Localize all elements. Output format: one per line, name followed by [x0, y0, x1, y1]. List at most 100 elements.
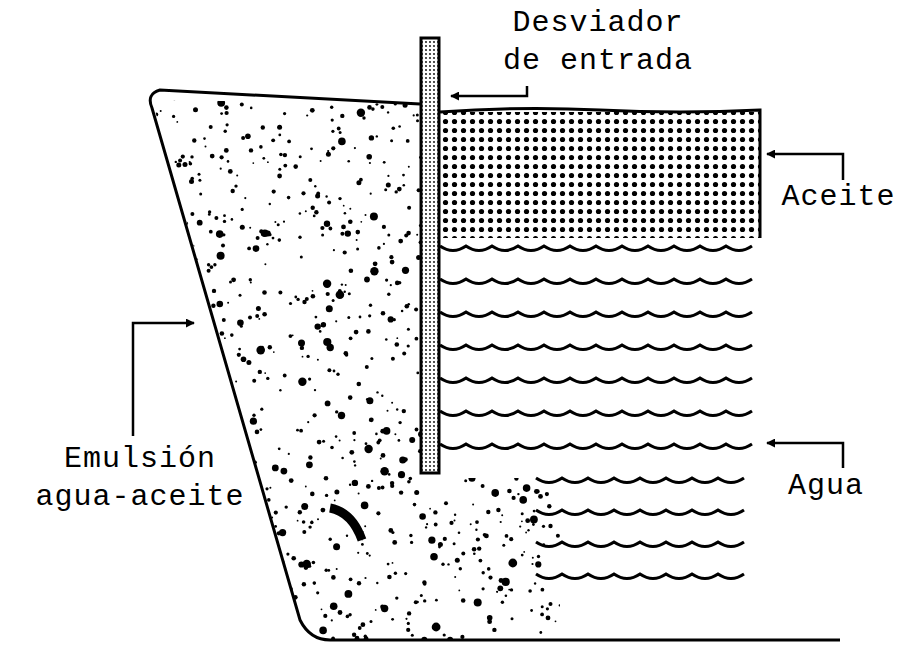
emulsion-dot — [478, 263, 480, 265]
emulsion-dot — [158, 184, 162, 188]
emulsion-dot — [230, 333, 234, 337]
emulsion-dot — [177, 313, 185, 321]
emulsion-dot — [314, 210, 318, 214]
emulsion-dot — [475, 529, 477, 531]
emulsion-dot — [349, 450, 354, 455]
emulsion-dot — [387, 111, 389, 113]
emulsion-dot — [491, 327, 493, 329]
emulsion-dot — [262, 312, 267, 317]
emulsion-dot — [229, 281, 232, 284]
emulsion-dot — [261, 125, 265, 129]
emulsion-dot — [414, 308, 418, 312]
emulsion-dot — [335, 435, 338, 438]
emulsion-dot — [390, 284, 392, 286]
emulsion-dot — [369, 419, 371, 421]
emulsion-dot — [169, 556, 173, 560]
emulsion-dot — [357, 109, 365, 117]
emulsion-dot — [479, 426, 481, 428]
emulsion-dot — [220, 112, 223, 115]
emulsion-dot — [176, 163, 181, 168]
emulsion-dot — [247, 577, 251, 581]
emulsion-dot — [322, 440, 325, 443]
emulsion-dot — [159, 562, 162, 565]
emulsion-dot — [388, 528, 393, 533]
emulsion-dot — [253, 245, 260, 252]
emulsion-dot — [544, 385, 547, 388]
emulsion-dot — [298, 561, 304, 567]
emulsion-dot — [377, 486, 381, 490]
emulsion-dot — [473, 552, 476, 555]
emulsion-dot — [333, 249, 335, 251]
emulsion-dot — [183, 346, 188, 351]
emulsion-dot — [519, 526, 521, 528]
emulsion-dot — [210, 591, 216, 597]
emulsion-dot — [183, 371, 186, 374]
emulsion-dot — [534, 582, 536, 584]
emulsion-dot — [208, 328, 210, 330]
emulsion-dot — [464, 318, 473, 327]
emulsion-dot — [348, 90, 351, 93]
emulsion-dot — [398, 471, 405, 478]
emulsion-dot — [296, 429, 299, 432]
emulsion-dot — [360, 221, 362, 223]
emulsion-dot — [271, 560, 274, 563]
emulsion-dot — [301, 191, 305, 195]
emulsion-dot — [472, 547, 477, 552]
emulsion-dot — [398, 439, 401, 442]
emulsion-dot — [238, 348, 241, 351]
emulsion-dot — [468, 425, 470, 427]
emulsion-dot — [302, 356, 304, 358]
emulsion-dot — [472, 504, 474, 506]
emulsion-dot — [448, 395, 452, 399]
emulsion-dot — [278, 134, 281, 137]
emulsion-dot — [218, 582, 223, 587]
emulsion-dot — [348, 292, 351, 295]
emulsion-dot — [227, 574, 230, 577]
emulsion-dot — [300, 255, 303, 258]
emulsion-dot — [260, 428, 263, 431]
emulsion-dot — [278, 291, 282, 295]
emulsion-dot — [545, 341, 547, 343]
emulsion-dot — [264, 263, 266, 265]
emulsion-dot — [210, 154, 215, 159]
emulsion-dot — [498, 402, 501, 405]
emulsion-dot — [196, 563, 199, 566]
emulsion-dot — [283, 153, 287, 157]
emulsion-dot — [213, 263, 216, 266]
emulsion-dot — [435, 599, 438, 602]
emulsion-dot — [313, 215, 316, 218]
emulsion-dot — [256, 306, 261, 311]
emulsion-dot — [411, 634, 414, 637]
emulsion-dot — [423, 582, 427, 586]
emulsion-dot — [482, 571, 485, 574]
emulsion-dot — [299, 429, 303, 433]
emulsion-dot — [482, 587, 485, 590]
emulsion-dot — [454, 576, 456, 578]
emulsion-dot — [366, 397, 373, 404]
emulsion-dot — [480, 329, 484, 333]
emulsion-dot — [190, 212, 194, 216]
emulsion-dot — [160, 110, 162, 112]
emulsion-dot — [175, 161, 177, 163]
emulsion-dot — [203, 137, 206, 140]
emulsion-dot — [508, 559, 517, 568]
emulsion-dot — [392, 540, 397, 545]
emulsion-dot — [450, 104, 452, 106]
emulsion-dot — [264, 584, 269, 589]
emulsion-dot — [163, 415, 166, 418]
emulsion-dot — [501, 514, 503, 516]
emulsion-dot — [486, 510, 490, 514]
emulsion-dot — [348, 219, 353, 224]
emulsion-dot — [444, 501, 448, 505]
emulsion-dot — [390, 139, 393, 142]
emulsion-dot — [298, 236, 301, 239]
emulsion-dot — [259, 145, 263, 149]
emulsion-dot — [308, 565, 311, 568]
emulsion-dot — [539, 308, 542, 311]
emulsion-dot — [394, 433, 396, 435]
emulsion-dot — [305, 210, 307, 212]
emulsion-dot — [527, 529, 529, 531]
emulsion-dot — [313, 413, 317, 417]
emulsion-dot — [344, 212, 347, 215]
emulsion-dot — [449, 521, 453, 525]
